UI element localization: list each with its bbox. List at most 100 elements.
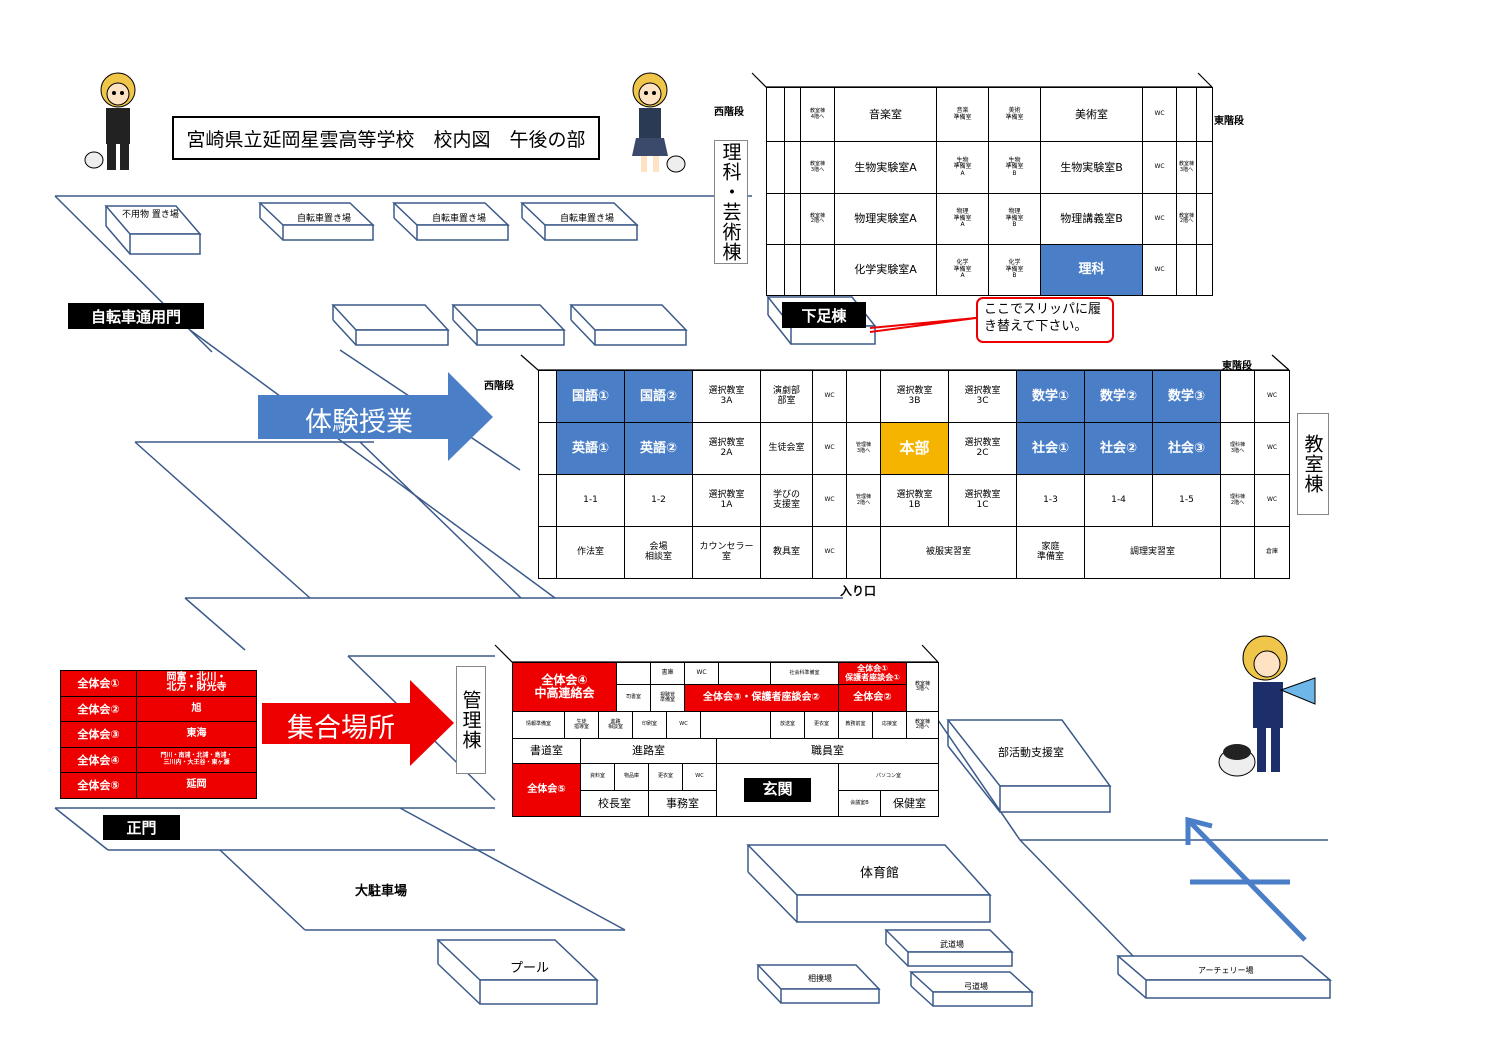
room-cell: 視聴覚 準備室 <box>651 685 685 712</box>
entrance-label: 入り口 <box>840 584 877 598</box>
subject-room-cell: 数学② <box>1085 371 1153 423</box>
legend-key: 全体会① <box>61 671 137 697</box>
stairwell-cell <box>1197 142 1213 194</box>
room-cell: WC <box>813 527 847 579</box>
direction-arrow <box>1185 816 1307 942</box>
legend-value: 岡富・北川・ 北方・財光寺 <box>137 671 257 697</box>
mascot-girl-icon <box>632 72 686 173</box>
room-cell: 1-1 <box>557 475 625 527</box>
room-cell: 演劇部 部室 <box>761 371 813 423</box>
sumo-label: 相撲場 <box>808 974 832 983</box>
genkan-cell: 玄関 <box>717 764 839 817</box>
corridor-cell: 教室棟 3階へ <box>907 663 939 712</box>
room-cell: 選択教室 1A <box>693 475 761 527</box>
subject-room-cell: 英語① <box>557 423 625 475</box>
room-cell: WC <box>1255 475 1290 527</box>
room-cell: 生物実験室B <box>1041 142 1143 194</box>
subject-room-cell: 社会① <box>1017 423 1085 475</box>
genkan-label: 玄関 <box>744 778 811 802</box>
stairwell-cell <box>785 245 801 296</box>
classroom-building-label: 教室棟 <box>1297 413 1329 515</box>
legend-value: 東海 <box>137 722 257 748</box>
shugo-label: 集合場所 <box>287 713 395 744</box>
corridor-cell: 教室棟 3階へ <box>1177 142 1197 194</box>
stairwell-cell <box>539 423 557 475</box>
room-cell: WC <box>813 423 847 475</box>
room-cell: 更衣室 <box>805 712 839 739</box>
taiken-arrow <box>258 372 493 461</box>
classroom-east-stairs: 東階段 <box>1222 361 1252 372</box>
shed-label: 不用物 置き場 <box>122 210 179 220</box>
room-cell: 保健室 <box>881 791 939 817</box>
wc-cell: WC <box>683 764 717 791</box>
wc-cell: WC <box>1143 88 1177 142</box>
wc-cell: WC <box>1143 194 1177 245</box>
subject-room-cell: 国語① <box>557 371 625 423</box>
assembly-4-cell: 全体会④ 中高連絡会 <box>513 663 617 712</box>
stairwell-cell <box>767 88 785 142</box>
admin-building-label: 管理棟 <box>456 666 486 774</box>
parking-label: 大駐車場 <box>355 884 408 899</box>
room-cell: パソコン室 <box>839 764 939 791</box>
room-cell: 物理講義室B <box>1041 194 1143 245</box>
stairwell-cell <box>1197 88 1213 142</box>
legend-value: 旭 <box>137 696 257 722</box>
room-cell: 教具室 <box>761 527 813 579</box>
room-cell: 1-2 <box>625 475 693 527</box>
subject-room-cell: 社会② <box>1085 423 1153 475</box>
bike-parking-3: 自転車置き場 <box>560 214 615 224</box>
room-cell: 選択教室 3B <box>881 371 949 423</box>
stairwell-cell <box>539 371 557 423</box>
room-cell: 1-5 <box>1153 475 1221 527</box>
prep-room-cell: 音楽 準備室 <box>937 88 989 142</box>
room-cell <box>1221 371 1255 423</box>
subject-room-cell: 国語② <box>625 371 693 423</box>
room-cell: 教務前室 <box>839 712 873 739</box>
room-cell: 進路 相談室 <box>599 712 633 739</box>
budo-label: 武道場 <box>940 940 964 949</box>
room-cell: 音楽室 <box>835 88 937 142</box>
stairwell-cell <box>767 194 785 245</box>
subject-room-cell: 英語② <box>625 423 693 475</box>
mascot-cheer-icon <box>1218 635 1316 777</box>
subject-room-cell: 数学① <box>1017 371 1085 423</box>
room-cell: 1-3 <box>1017 475 1085 527</box>
subject-room-cell: 社会③ <box>1153 423 1221 475</box>
corridor-cell: 教室棟 2階へ <box>1177 194 1197 245</box>
room-cell: 選択教室 2A <box>693 423 761 475</box>
room-cell <box>701 712 771 739</box>
main-gate-label: 正門 <box>103 815 180 840</box>
room-cell: 美術室 <box>1041 88 1143 142</box>
room-cell: 事務室 <box>649 791 717 817</box>
room-cell: 応接室 <box>873 712 907 739</box>
taiken-label: 体験授業 <box>305 407 413 438</box>
room-cell: 理科棟 2階へ <box>1221 475 1255 527</box>
wc-cell: WC <box>1143 142 1177 194</box>
room-cell: 書庫 <box>651 663 685 685</box>
room-cell: 選択教室 1B <box>881 475 949 527</box>
room-cell: 管理棟 3階へ <box>847 423 881 475</box>
room-cell: 教室棟 2階へ <box>907 712 939 739</box>
room-cell: 司書室 <box>617 685 651 712</box>
prep-room-cell: 物理 準備室 B <box>989 194 1041 245</box>
wc-cell: WC <box>1143 245 1177 296</box>
room-cell: WC <box>813 475 847 527</box>
science-east-stairs: 東階段 <box>1214 116 1244 127</box>
room-cell: 1-4 <box>1085 475 1153 527</box>
room-cell: WC <box>1255 371 1290 423</box>
room-cell: 被服実習室 <box>881 527 1017 579</box>
room-cell: 理科棟 3階へ <box>1221 423 1255 475</box>
room-cell: 生徒 指導室 <box>565 712 599 739</box>
room-cell <box>847 527 881 579</box>
room-cell: 学びの 支援室 <box>761 475 813 527</box>
room-cell: 印刷室 <box>633 712 667 739</box>
corridor-cell: 教室棟 3階へ <box>801 142 835 194</box>
room-cell: 化学実験室A <box>835 245 937 296</box>
mascot-boy-icon <box>84 72 136 170</box>
room-cell: 物品庫 <box>615 764 649 791</box>
